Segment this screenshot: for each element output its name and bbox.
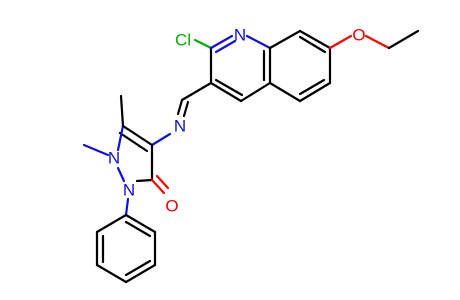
- bond-c6-c5-double: [298, 78, 326, 96]
- bond-n2-phenyl: [124, 197, 130, 217]
- bond-ph-6-1-double: [124, 220, 152, 238]
- carbonyl-oxygen-label: O: [165, 197, 178, 216]
- bond-c2-n1: [209, 34, 234, 50]
- bond-c5-methyl: [119, 94, 125, 128]
- pyrazole-n2-label: N: [123, 181, 135, 200]
- bond-c6-c5: [298, 81, 332, 103]
- bond-ph-3-4: [95, 263, 128, 284]
- bond-ch-n: [176, 98, 184, 116]
- quinoline-nitrogen-label: N: [234, 26, 246, 45]
- bond-c2-cl: [193, 38, 213, 50]
- bond-ph-1-2: [95, 213, 128, 234]
- bond-n1-methyl: [82, 143, 110, 157]
- bond-o-ch2: [364, 34, 391, 50]
- bond-c3-ch: [180, 81, 213, 102]
- bond-c8a-c8: [268, 29, 302, 50]
- bond-c3-c4: [209, 81, 243, 103]
- bond-c3-o: [150, 178, 166, 195]
- atom-labels: Cl N O N N N O: [108, 26, 366, 216]
- pyrazole-n1-label: N: [108, 149, 120, 168]
- bond-c4-c4a: [239, 81, 272, 103]
- bond-c4-c5-double: [118, 131, 149, 153]
- bond-c8-c7: [298, 29, 332, 50]
- bond-ph-4-5: [124, 263, 157, 284]
- bond-n1-c8a: [245, 34, 272, 50]
- bond-n1-n2: [116, 166, 126, 183]
- bond-c3-o-double: [155, 174, 170, 190]
- bond-imine-n-c4: [150, 132, 172, 147]
- bond-c8-c7-double: [298, 35, 327, 54]
- bond-c3-c4-double: [214, 78, 244, 97]
- bond-c2-n1-double: [214, 39, 237, 54]
- bond-n2-c3: [135, 178, 154, 183]
- bond-c7-o: [328, 34, 353, 50]
- ether-oxygen-label: O: [352, 26, 365, 45]
- bond-c5-c4a: [268, 81, 302, 103]
- imine-nitrogen-label: N: [174, 117, 186, 136]
- bond-c5-n1: [116, 124, 125, 152]
- bond-ch2-ch3: [387, 29, 420, 50]
- bond-ph-4-5-double: [124, 259, 152, 277]
- chlorine-atom-label: Cl: [175, 31, 191, 50]
- bond-ch-n-double: [182, 100, 190, 118]
- bond-group: [82, 29, 420, 284]
- bond-ph-6-1: [124, 213, 157, 234]
- bond-c4-c5: [121, 124, 154, 147]
